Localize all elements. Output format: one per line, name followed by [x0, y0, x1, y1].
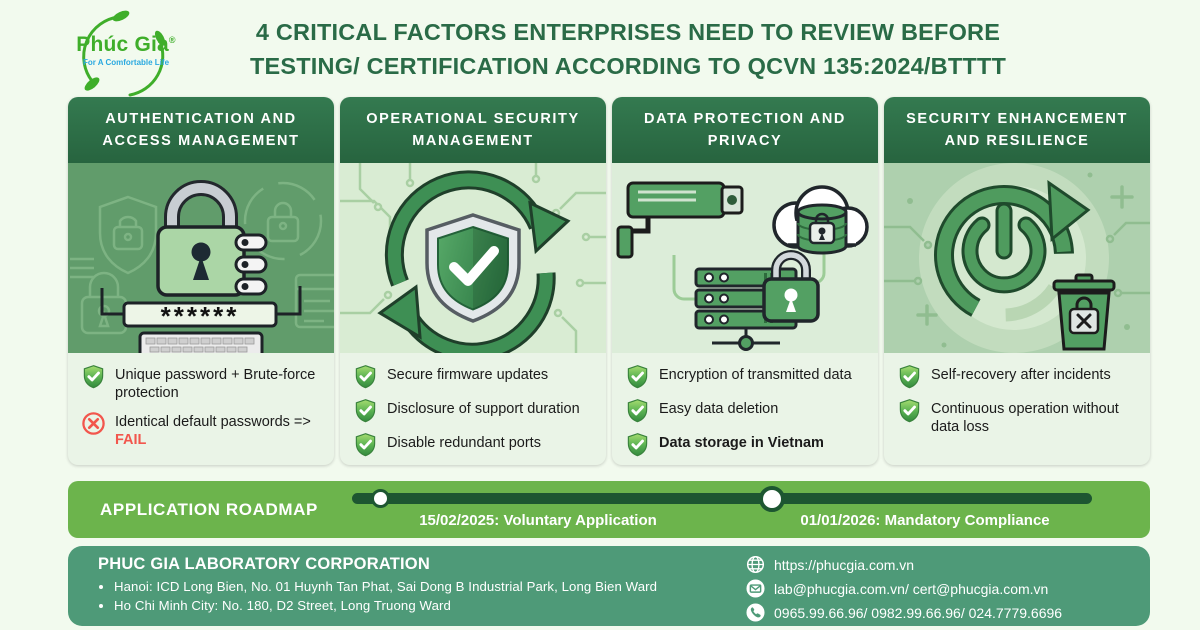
- title-line-1: 4 CRITICAL FACTORS ENTERPRISES NEED TO R…: [255, 19, 1001, 45]
- footer-bar: PHUC GIA LABORATORY CORPORATION Hanoi: I…: [68, 546, 1150, 626]
- checklist-item: Identical default passwords =>FAIL: [81, 411, 326, 449]
- card-title: SECURITY ENHANCEMENT AND RESILIENCE: [884, 97, 1150, 163]
- phone-icon: [746, 603, 765, 622]
- milestone-dot-2: [759, 486, 785, 512]
- cards-row: AUTHENTICATION AND ACCESS MANAGEMENT: [68, 97, 1150, 465]
- page-title: 4 CRITICAL FACTORS ENTERPRISES NEED TO R…: [184, 15, 1150, 83]
- card-title: DATA PROTECTION AND PRIVACY: [612, 97, 878, 163]
- shield-check-icon: [625, 432, 650, 457]
- address-list: Hanoi: ICD Long Bien, No. 01 Huynh Tan P…: [98, 579, 718, 613]
- fail-label: FAIL: [115, 432, 147, 448]
- address-item-hcmc: Ho Chi Minh City: No. 180, D2 Street, Lo…: [114, 598, 718, 613]
- card-data-protection: DATA PROTECTION AND PRIVACY: [612, 97, 878, 465]
- card-checklist: Unique password + Brute-force protection…: [68, 353, 334, 465]
- camera-cloud-server-illustration: [612, 163, 878, 353]
- shield-check-icon: [353, 398, 378, 423]
- website-link[interactable]: https://phucgia.com.vn: [746, 555, 1062, 574]
- globe-icon: [746, 555, 765, 574]
- card-title: AUTHENTICATION AND ACCESS MANAGEMENT: [68, 97, 334, 163]
- logo-tagline: For A Comfortable Life: [82, 58, 170, 67]
- card-security-resilience: SECURITY ENHANCEMENT AND RESILIENCE: [884, 97, 1150, 465]
- checklist-item: Easy data deletion: [625, 398, 870, 423]
- roadmap-label: APPLICATION ROADMAP: [100, 500, 318, 519]
- shield-update-illustration: [340, 163, 606, 353]
- title-line-2: TESTING/ CERTIFICATION ACCORDING TO QCVN…: [249, 53, 1007, 79]
- shield-check-icon: [353, 364, 378, 389]
- shield-check-icon: [625, 398, 650, 423]
- email-icon: [746, 579, 765, 598]
- card-operational-security: OPERATIONAL SECURITY MANAGEMENT: [340, 97, 606, 465]
- checklist-item: Data storage in Vietnam: [625, 432, 870, 457]
- card-authentication: AUTHENTICATION AND ACCESS MANAGEMENT: [68, 97, 334, 465]
- logo-brand: Phúc Gia®: [76, 33, 176, 56]
- checklist-item: Continuous operation without data loss: [897, 398, 1142, 436]
- application-roadmap-bar: APPLICATION ROADMAP 15/02/2025: Voluntar…: [68, 481, 1150, 538]
- shield-check-icon: [625, 364, 650, 389]
- card-checklist: Secure firmware updates Disclosure of su…: [340, 353, 606, 465]
- card-checklist: Encryption of transmitted data Easy data…: [612, 353, 878, 465]
- card-checklist: Self-recovery after incidents Continuous…: [884, 353, 1150, 465]
- card-title: OPERATIONAL SECURITY MANAGEMENT: [340, 97, 606, 163]
- shield-check-icon: [353, 432, 378, 457]
- shield-check-icon: [897, 364, 922, 389]
- padlock-illustration: ******: [68, 163, 334, 353]
- checklist-item: Secure firmware updates: [353, 364, 598, 389]
- milestone-text-1: 15/02/2025: Voluntary Application: [419, 512, 657, 529]
- password-mask-text: ******: [161, 301, 240, 331]
- email-addresses[interactable]: lab@phucgia.com.vn/ cert@phucgia.com.vn: [774, 580, 1049, 597]
- timeline-bar: [352, 493, 1092, 504]
- email-link[interactable]: lab@phucgia.com.vn/ cert@phucgia.com.vn: [746, 579, 1062, 598]
- milestone-text-2: 01/01/2026: Mandatory Compliance: [800, 512, 1050, 529]
- address-item-hanoi: Hanoi: ICD Long Bien, No. 01 Huynh Tan P…: [114, 579, 718, 594]
- phone-link[interactable]: 0965.99.66.96/ 0982.99.66.96/ 024.7779.6…: [746, 603, 1062, 622]
- shield-check-icon: [81, 364, 106, 389]
- phuc-gia-logo: Phúc Gia® For A Comfortable Life: [68, 5, 184, 97]
- fail-cross-icon: [81, 411, 106, 436]
- logo-leaf-ring-icon: [82, 10, 166, 97]
- company-name: PHUC GIA LABORATORY CORPORATION: [98, 555, 430, 573]
- checklist-item: Disclosure of support duration: [353, 398, 598, 423]
- website-url[interactable]: https://phucgia.com.vn: [774, 556, 915, 573]
- checklist-item: Unique password + Brute-force protection: [81, 364, 326, 402]
- phone-numbers[interactable]: 0965.99.66.96/ 0982.99.66.96/ 024.7779.6…: [774, 604, 1063, 621]
- milestone-dot-1: [371, 489, 390, 508]
- header-bar: Phúc Gia® For A Comfortable Life 4 CRITI…: [68, 4, 1150, 97]
- power-restart-illustration: [884, 163, 1150, 353]
- checklist-item: Encryption of transmitted data: [625, 364, 870, 389]
- contact-info: https://phucgia.com.vn lab@phucgia.com.v…: [746, 555, 1062, 622]
- shield-check-icon: [897, 398, 922, 423]
- checklist-item: Disable redundant ports: [353, 432, 598, 457]
- checklist-item: Self-recovery after incidents: [897, 364, 1142, 389]
- company-info: PHUC GIA LABORATORY CORPORATION Hanoi: I…: [98, 555, 718, 613]
